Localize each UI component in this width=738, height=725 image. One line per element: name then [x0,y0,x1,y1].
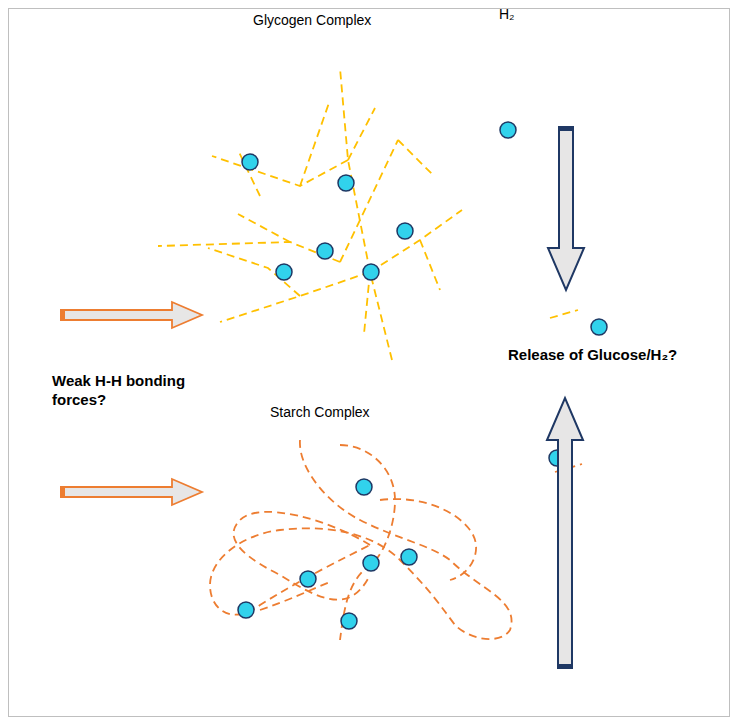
glucose-molecules-part [500,122,516,138]
note-label: Release of Glucose/H₂? [508,346,677,365]
glucose-molecules-part [363,555,379,571]
glucose-molecules-part [300,571,316,587]
glycogen-branches-part [398,140,432,174]
starch-chains-part [234,512,370,600]
glycogen-branches-part [238,214,290,242]
glucose-molecules-part [591,319,607,335]
glycogen-branches-part [370,210,462,272]
complex-title: Glycogen Complex [253,12,371,30]
up-arrow-part [547,398,583,665]
glycogen-branches-part [158,242,340,262]
right-arrow-lower [60,479,202,505]
right-arrow-lower-part [60,486,65,498]
glucose-molecules [238,122,607,629]
note-label: Weak H-H bonding forces? [52,372,217,410]
starch-chains-part [260,582,330,610]
up-arrow-part [557,664,573,669]
glycogen-branches-part [420,240,440,290]
glycogen-branches-part [364,272,370,334]
glucose-molecules-part [341,613,357,629]
molecule-label: H₂ [499,6,515,24]
glycogen-branches-part [220,272,370,322]
glycogen-branches-part [370,272,392,360]
glucose-molecules-part [317,243,333,259]
right-arrow-upper [60,302,202,328]
released-fragments-part [550,310,578,318]
down-arrow [548,126,584,290]
starch-chains [210,440,512,640]
glucose-molecules-part [401,549,417,565]
glycogen-branches [158,68,462,360]
glycogen-branches-part [340,140,398,262]
starch-chains-part [210,440,512,639]
glucose-molecules-part [276,264,292,280]
up-arrow [547,398,583,669]
right-arrow-upper-part [60,309,65,321]
frame [9,9,730,717]
glycogen-branches-part [340,68,370,272]
glucose-molecules-part [242,154,258,170]
down-arrow-part [558,126,574,131]
glycogen-branches-part [212,156,348,186]
complex-title: Starch Complex [270,404,370,422]
glucose-molecules-part [363,264,379,280]
glycogen-branches-part [238,150,260,196]
glucose-molecules-part [397,223,413,239]
glucose-molecules-part [238,602,254,618]
glycogen-branches-part [348,108,375,160]
glycogen-branches-part [208,248,300,296]
glycogen-branches-part [300,100,330,186]
right-arrow-upper-part [62,302,202,328]
down-arrow-part [548,130,584,290]
glucose-molecules-part [356,479,372,495]
glucose-molecules-part [338,175,354,191]
right-arrow-lower-part [62,479,202,505]
starch-chains-part [380,499,476,580]
